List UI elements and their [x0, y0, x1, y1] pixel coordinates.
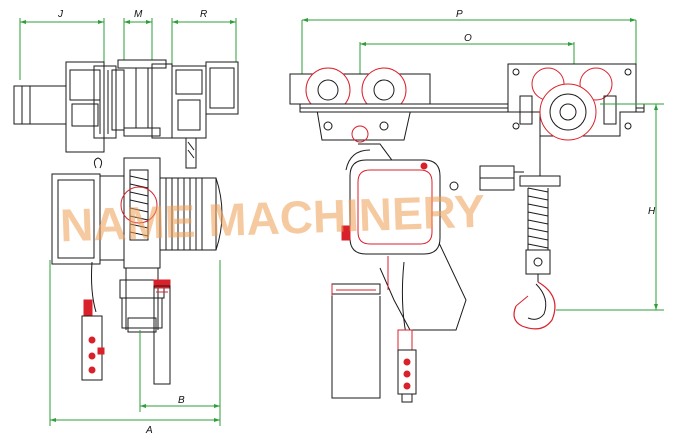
dimension-a [49, 260, 221, 426]
spring-left [120, 169, 158, 241]
dimension-o [359, 42, 575, 76]
dimension-p [301, 18, 637, 76]
side-view [13, 18, 239, 426]
label-j: J [57, 9, 64, 20]
label-b: B [178, 395, 185, 406]
dimension-h [556, 103, 664, 311]
label-r: R [200, 9, 207, 20]
label-o: O [464, 33, 472, 44]
spring-right [527, 187, 549, 250]
label-m: M [134, 9, 143, 20]
front-view [289, 18, 664, 403]
label-h: H [648, 206, 656, 217]
label-p: P [456, 9, 463, 20]
dimension-j [19, 18, 105, 80]
dimension-b [139, 330, 220, 412]
label-a: A [145, 425, 153, 436]
hook [513, 281, 556, 330]
dimension-r [171, 18, 237, 66]
dimension-m [123, 18, 153, 66]
